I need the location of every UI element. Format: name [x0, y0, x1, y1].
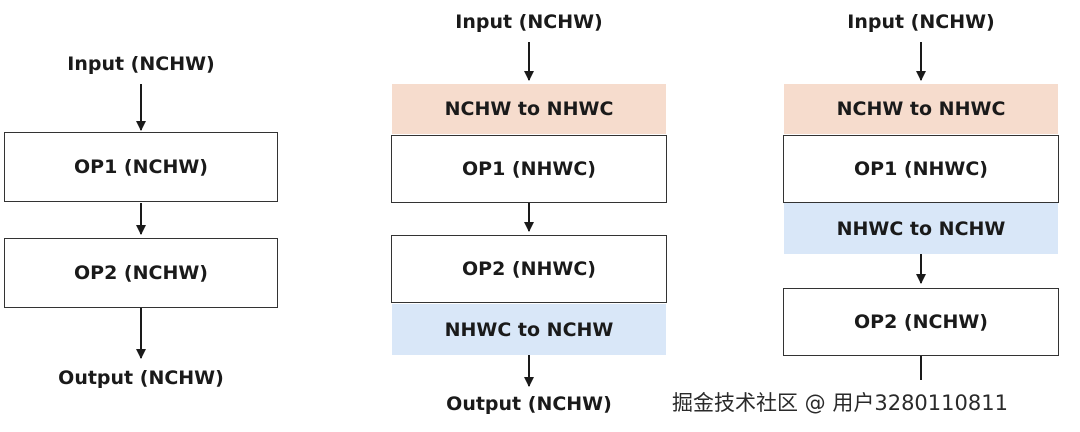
- diagram2-nhwc-to-nchw-box: NHWC to NCHW: [392, 304, 666, 355]
- diagram1-op1-box: OP1 (NCHW): [4, 132, 278, 202]
- diagram2-op2-box: OP2 (NHWC): [391, 235, 667, 303]
- diagram3-input-label: Input (NCHW): [847, 11, 995, 33]
- diagram1-input-label: Input (NCHW): [67, 53, 215, 75]
- diagram3-nhwc-to-nchw-box: NHWC to NCHW: [784, 203, 1058, 254]
- watermark: 掘金技术社区 @ 用户3280110811: [672, 391, 1008, 415]
- diagram3-op2-box: OP2 (NCHW): [783, 288, 1059, 356]
- diagram2-op1-box: OP1 (NHWC): [391, 135, 667, 203]
- diagram1-op2-box: OP2 (NCHW): [4, 238, 278, 308]
- diagram3-op1-box: OP1 (NHWC): [783, 135, 1059, 203]
- diagram1-output-label: Output (NCHW): [58, 367, 224, 389]
- diagram2-input-label: Input (NCHW): [455, 11, 603, 33]
- diagram3-nchw-to-nhwc-box: NCHW to NHWC: [784, 84, 1058, 134]
- diagram2-nchw-to-nhwc-box: NCHW to NHWC: [392, 84, 666, 134]
- diagram2-output-label: Output (NCHW): [446, 393, 612, 415]
